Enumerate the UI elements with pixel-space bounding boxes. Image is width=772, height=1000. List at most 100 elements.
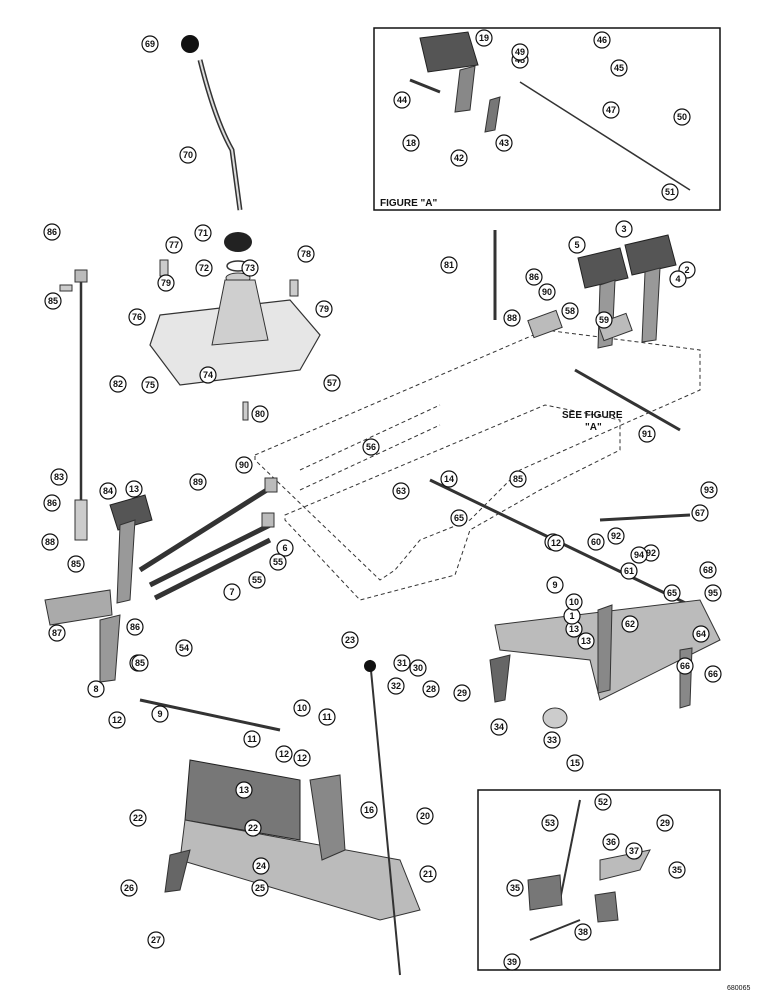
callout-circle [453,684,471,702]
callout-circle [393,654,411,672]
callout-number: 20 [420,811,430,821]
callout-circle [503,309,521,327]
callout-89: 89 [189,473,207,491]
callout-circle [610,59,628,77]
callout-13: 13 [577,632,595,650]
callout-68: 68 [699,561,717,579]
callout-number: 86 [47,498,57,508]
callout-number: 18 [406,138,416,148]
callout-86: 86 [43,494,61,512]
callout-number: 51 [665,187,675,197]
callout-number: 12 [297,753,307,763]
callout-number: 78 [301,249,311,259]
callout-circle [669,270,687,288]
callout-circle [235,781,253,799]
vertical-rod-82 [59,269,88,541]
callout-number: 58 [565,306,575,316]
callout-circle [587,533,605,551]
drawing-code: 680065 [727,985,750,992]
callout-circle [546,576,564,594]
callout-number: 46 [597,35,607,45]
callout-circle [87,680,105,698]
callout-number: 6 [282,543,287,553]
callout-circle [315,300,333,318]
callout-circle [151,705,169,723]
callout-circle [141,35,159,53]
callout-circle [621,615,639,633]
callout-80: 80 [251,405,269,423]
frame-outline [254,329,701,601]
callout-circle [99,482,117,500]
callout-27: 27 [147,931,165,949]
callout-76: 76 [128,308,146,326]
callout-39: 39 [503,953,521,971]
callout-16: 16 [360,801,378,819]
callout-55: 55 [248,571,266,589]
callout-number: 12 [551,538,561,548]
callout-number: 24 [256,861,266,871]
callout-13: 13 [235,781,253,799]
callout-circle [490,718,508,736]
callout-91: 91 [638,425,656,443]
callout-circle [661,183,679,201]
callout-circle [450,149,468,167]
callout-number: 21 [423,869,433,879]
callout-51: 51 [661,183,679,201]
callout-number: 13 [581,636,591,646]
callout-14: 14 [440,470,458,488]
callout-8: 8 [87,680,105,698]
callout-circle [165,236,183,254]
callout-number: 55 [273,557,283,567]
callout-62: 62 [621,615,639,633]
callout-circle [128,308,146,326]
callout-circle [175,639,193,657]
callout-circle [235,456,253,474]
callout-6: 6 [276,539,294,557]
callout-number: 79 [161,278,171,288]
callout-60: 60 [587,533,605,551]
callout-67: 67 [691,504,709,522]
callout-circle [393,91,411,109]
callout-circle [323,374,341,392]
callout-50: 50 [673,108,691,126]
callout-circle [574,923,592,941]
callout-85: 85 [44,292,62,310]
callout-number: 59 [599,315,609,325]
callout-93: 93 [700,481,718,499]
callout-number: 35 [510,883,520,893]
callout-number: 33 [547,735,557,745]
callout-circle [691,504,709,522]
callout-circle [565,593,583,611]
callout-number: 85 [135,658,145,668]
callout-18: 18 [402,134,420,152]
callout-number: 61 [624,566,634,576]
callout-42: 42 [450,149,468,167]
callout-35: 35 [506,879,524,897]
callout-circle [108,711,126,729]
figure-a-title: FIGURE "A" [380,198,438,209]
callout-number: 81 [444,260,454,270]
callout-74: 74 [199,366,217,384]
callout-circle [387,677,405,695]
callout-10: 10 [565,593,583,611]
callout-circle [248,571,266,589]
callout-circle [243,730,261,748]
callout-circle [120,879,138,897]
callout-circle [656,814,674,832]
callout-number: 85 [513,474,523,484]
callout-number: 37 [629,846,639,856]
callout-86: 86 [43,223,61,241]
callout-34: 34 [490,718,508,736]
callout-65: 65 [450,509,468,527]
callout-number: 64 [696,629,706,639]
callout-66: 66 [704,665,722,683]
callout-number: 34 [494,722,504,732]
callout-85: 85 [67,555,85,573]
callout-circle [125,480,143,498]
callout-circle [179,146,197,164]
callout-number: 2 [684,265,689,275]
callout-number: 93 [704,485,714,495]
callout-circle [194,224,212,242]
callout-83: 83 [50,468,68,486]
